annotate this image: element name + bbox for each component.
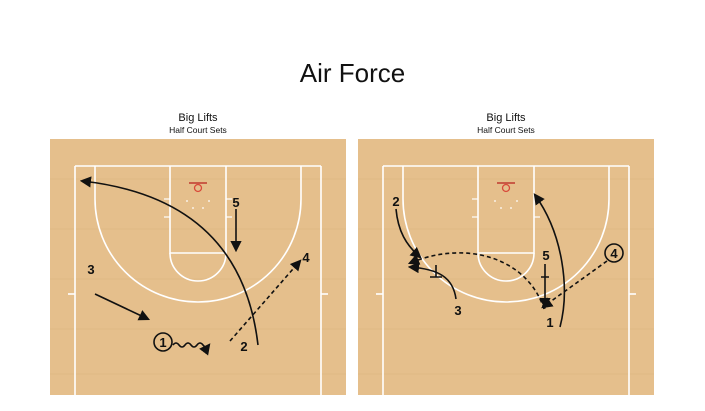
player-5-label: 5 [232,195,239,210]
player-1-circle [153,332,173,352]
pass-2-to-4 [229,259,302,342]
three-point-line [402,166,610,303]
lane [169,166,227,254]
rim [193,183,203,193]
player-4-label: 4 [302,250,310,265]
cut-2-down [395,208,422,259]
screen-3 [430,265,442,278]
player-1-label: 1 [546,315,553,330]
panel-left-subtitle: Half Court Sets [169,125,227,135]
panel-left-header: Big Lifts Half Court Sets [50,112,346,136]
three-point-line [94,166,302,303]
court-floor [358,139,654,395]
player-1-label: 1 [159,335,166,350]
player-2-label: 2 [392,194,399,209]
player-5-label: 5 [542,248,549,263]
panel-right-subtitle: Half Court Sets [477,125,535,135]
player-4-circle [604,243,624,263]
player-2-label: 2 [240,339,247,354]
player-3-label: 3 [87,262,94,277]
page-title: Air Force [299,58,406,88]
cut-1-up [533,193,566,328]
pass-4-to-1 [541,260,608,309]
lane [477,166,535,254]
cut-2-to-corner [79,176,259,346]
player-4-label: 4 [610,246,618,261]
free-throw-circle [477,252,535,282]
dribble-1-to-2 [172,342,211,356]
panel-left-title: Big Lifts [178,112,218,124]
court-diagram-right: 4 2 3 5 1 [358,139,654,395]
panel-right-header: Big Lifts Half Court Sets [358,112,654,136]
court-diagram-left: 1 2 3 4 5 [50,139,346,395]
player-3-label: 3 [454,303,461,318]
rim [501,183,511,193]
cut-3-up [407,262,457,300]
cut-3-to-wing [94,293,151,321]
free-throw-circle [169,252,227,282]
panel-right-title: Big Lifts [486,112,526,124]
